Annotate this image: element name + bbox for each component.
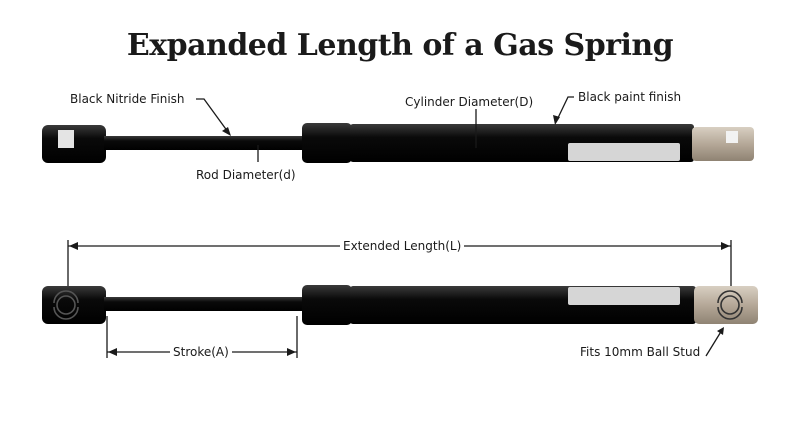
bottom-right-ball-socket-icon bbox=[717, 290, 743, 320]
top-left-fitting-slot bbox=[58, 130, 74, 148]
top-rod bbox=[104, 136, 306, 150]
stroke-left-arrowhead bbox=[108, 348, 117, 356]
arrowheads bbox=[69, 115, 730, 356]
paint-arrowhead bbox=[553, 115, 560, 125]
label-cylinder-diameter: Cylinder Diameter(D) bbox=[405, 95, 534, 109]
top-right-fitting-slot bbox=[726, 131, 738, 143]
paint-leader-line bbox=[555, 96, 574, 123]
extended-left-arrowhead bbox=[69, 242, 78, 250]
label-rod-diameter: Rod Diameter(d) bbox=[196, 168, 296, 182]
label-extended-length: Extended Length(L) bbox=[340, 239, 465, 253]
top-cylinder-window bbox=[568, 143, 680, 161]
bottom-left-end-fitting bbox=[42, 286, 106, 324]
top-seal-collar bbox=[302, 123, 352, 163]
extended-right-arrowhead bbox=[721, 242, 730, 250]
bottom-rod bbox=[104, 297, 304, 311]
bottom-cylinder-window bbox=[568, 287, 680, 305]
label-fits-ball-stud: Fits 10mm Ball Stud bbox=[580, 345, 701, 359]
ball-stud-arrowhead bbox=[717, 327, 724, 335]
bottom-left-ball-socket-icon bbox=[53, 290, 79, 320]
top-gas-spring bbox=[42, 123, 754, 163]
nitride-arrowhead bbox=[222, 127, 231, 136]
stroke-right-arrowhead bbox=[287, 348, 296, 356]
ball-stud-leader-line bbox=[705, 329, 723, 357]
label-stroke: Stroke(A) bbox=[170, 345, 232, 359]
label-black-nitride-finish: Black Nitride Finish bbox=[70, 92, 185, 106]
nitride-leader-line bbox=[196, 98, 229, 133]
top-right-end-fitting bbox=[692, 127, 754, 161]
bottom-right-end-fitting bbox=[694, 286, 758, 324]
bottom-seal-collar bbox=[302, 285, 352, 325]
label-black-paint-finish: Black paint finish bbox=[578, 90, 682, 104]
page-title: Expanded Length of a Gas Spring bbox=[126, 28, 674, 63]
bottom-gas-spring bbox=[42, 285, 758, 325]
